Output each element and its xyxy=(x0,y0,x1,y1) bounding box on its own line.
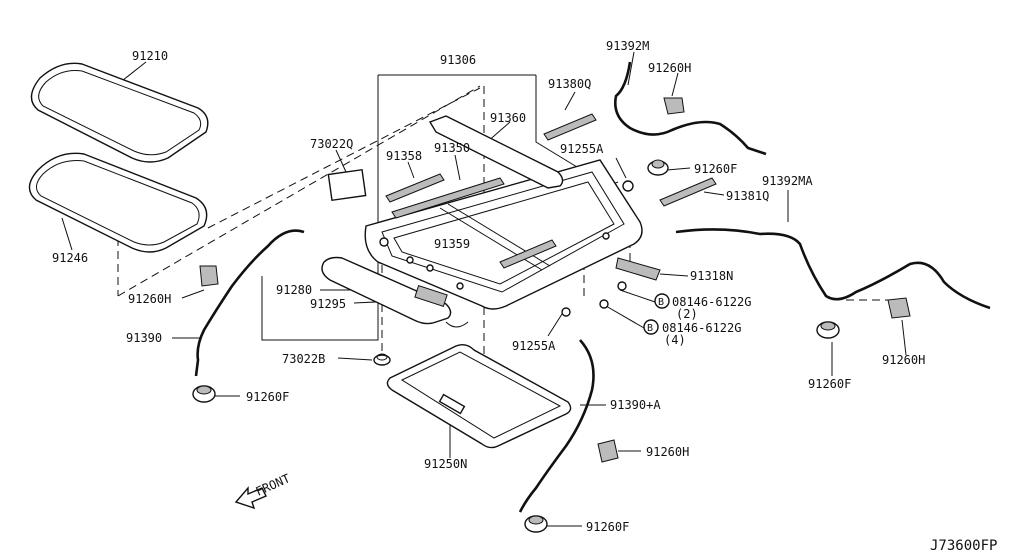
label-bolt-b-qty: (4) xyxy=(664,333,686,347)
glass-panel xyxy=(30,62,209,163)
label-91350: 91350 xyxy=(434,141,470,155)
clip-h-shapes xyxy=(199,97,911,463)
label-91360: 91360 xyxy=(490,111,526,125)
label-91246: 91246 xyxy=(52,251,88,265)
label-91260f-left: 91260F xyxy=(246,390,289,404)
label-91318n: 91318N xyxy=(690,269,733,283)
label-bolt-a-qty: (2) xyxy=(676,307,698,321)
label-91358: 91358 xyxy=(386,149,422,163)
rear-bracket xyxy=(615,257,661,281)
seal-strip xyxy=(659,177,717,207)
finisher xyxy=(321,256,452,325)
label-91250n: 91250N xyxy=(424,457,467,471)
label-bolt-a: 08146-6122G xyxy=(672,295,751,309)
sunroof-frame xyxy=(364,159,643,310)
front-arrow-icon xyxy=(234,486,267,510)
label-91260f-top: 91260F xyxy=(694,162,737,176)
label-73022q: 73022Q xyxy=(310,137,353,151)
finisher-tail xyxy=(445,321,469,328)
label-91255a-top: 91255A xyxy=(560,142,604,156)
label-91260h-top: 91260H xyxy=(648,61,691,75)
label-91260h-left: 91260H xyxy=(128,292,171,306)
weatherstrip-seal xyxy=(28,152,208,253)
grommet-shape xyxy=(373,353,391,366)
motor-bracket-shape xyxy=(414,285,448,307)
label-91210: 91210 xyxy=(132,49,168,63)
label-91295: 91295 xyxy=(310,297,346,311)
bracket-panel-shape xyxy=(327,168,367,202)
wind-deflector xyxy=(543,113,597,141)
label-91260f-bottom: 91260F xyxy=(586,520,629,534)
label-91280: 91280 xyxy=(276,283,312,297)
label-91306: 91306 xyxy=(440,53,476,67)
label-91380q: 91380Q xyxy=(548,77,591,91)
label-bolt-b-symbol-1: B xyxy=(658,297,664,308)
label-91392ma: 91392MA xyxy=(762,174,813,188)
label-bolt-b-symbol-2: B xyxy=(647,323,653,334)
label-91359: 91359 xyxy=(434,237,470,251)
deflector-strip xyxy=(385,173,445,203)
label-91260f-right: 91260F xyxy=(808,377,851,391)
sunshade-panel xyxy=(386,343,572,449)
diagram-code: J73600FP xyxy=(930,538,997,554)
clip-f-shapes xyxy=(192,159,840,533)
label-front: FRONT xyxy=(254,471,293,498)
label-91381q: 91381Q xyxy=(726,189,769,203)
label-91260h-mid: 91260H xyxy=(646,445,689,459)
label-91260h-right: 91260H xyxy=(882,353,925,367)
label-91390a: 91390+A xyxy=(610,398,661,412)
label-bolt-b: 08146-6122G xyxy=(662,321,741,335)
label-91390: 91390 xyxy=(126,331,162,345)
label-73022b: 73022B xyxy=(282,352,325,366)
bolt-shapes xyxy=(561,180,634,317)
label-91255a-mid: 91255A xyxy=(512,339,556,353)
link-rh xyxy=(499,239,557,269)
drain-hoses xyxy=(194,61,991,513)
label-91392m: 91392M xyxy=(606,39,649,53)
bolt-symbol-icons xyxy=(643,293,670,335)
cross-rail xyxy=(428,115,564,189)
